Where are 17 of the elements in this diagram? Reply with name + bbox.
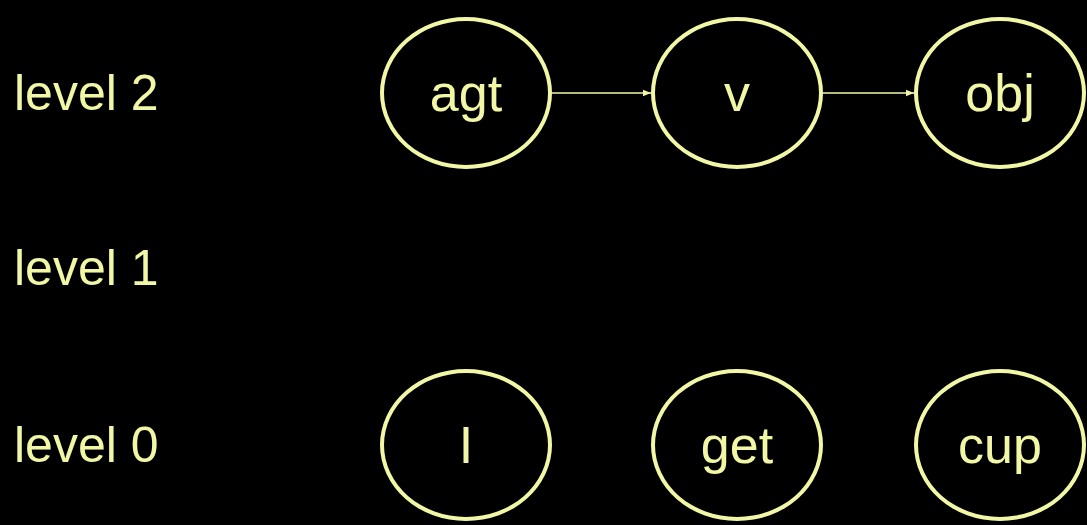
node-ellipse [651,17,823,169]
node-ellipse [651,369,823,521]
node-ellipse [914,369,1086,521]
node-label: v [724,63,750,123]
node-label: cup [958,415,1042,475]
level-label: level 0 [14,416,159,474]
level-label: level 2 [14,64,159,122]
node-ellipse [380,369,552,521]
node-label: agt [429,63,503,123]
arrow [822,89,915,97]
arrow [551,89,652,97]
node-ellipse [380,17,552,169]
level-label: level 1 [14,239,159,297]
node-label: I [458,415,474,475]
node-ellipse [914,17,1086,169]
node-label: get [700,415,774,475]
node-label: obj [965,63,1035,123]
